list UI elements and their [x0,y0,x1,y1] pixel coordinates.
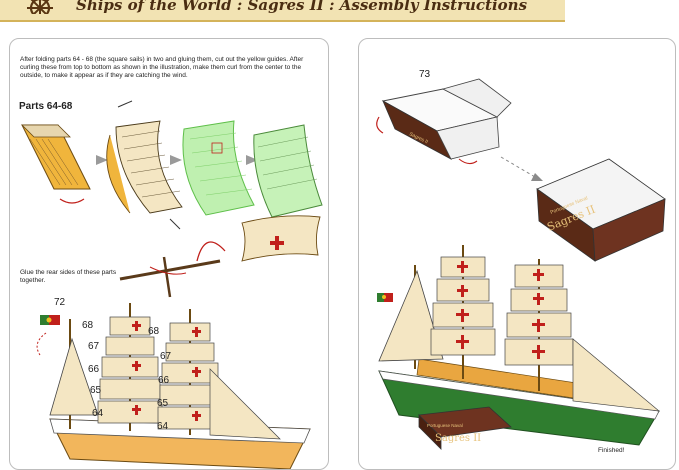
folded-sail-drawing [21,124,91,204]
sail-number-label: 64 [92,408,104,419]
sail-number-label: 66 [88,364,100,375]
sail-number-label: 65 [90,385,102,396]
svg-text:Sagres II: Sagres II [435,433,481,444]
step-number-72: 72 [54,297,66,308]
assembled-stand-drawing: Portuguese Naval Sagres II [536,158,666,262]
sail-number-label: 64 [157,421,169,432]
instructions-panel-left: After folding parts 64 - 68 (the square … [9,38,329,470]
sail-number-label: 68 [148,326,160,337]
ship-stand-illustration: Sagres II Portuguese Naval Sagres II [376,78,666,450]
sail-number-label: 65 [157,398,169,409]
arrow-icon [246,155,258,165]
instructions-panel-right: 73 Sagres II Portuguese Naval Sagres II [358,38,676,470]
flag-icon [377,293,393,302]
sail-assembly-illustration [21,100,323,469]
sail-number-label: 67 [160,351,172,362]
sail-instructions-text: After folding parts 64 - 68 (the square … [20,56,304,80]
flag-icon [40,315,60,325]
finished-ship-drawing [377,245,661,446]
unfolded-stand-drawing: Sagres II [376,78,512,165]
stand-under-ship-drawing: Portuguese Naval Sagres II [418,406,512,450]
arrow-icon [96,155,108,165]
header-bar: Ships of the World : Sagres II : Assembl… [0,0,565,22]
ship-wheel-icon [27,0,53,14]
step-number-73: 73 [419,69,431,80]
curling-sail-drawing [106,100,183,230]
yard-drawing [119,256,221,298]
page-title: Ships of the World : Sagres II : Assembl… [76,0,528,14]
glue-instruction-text: Glue the rear sides of these parts toget… [20,269,117,284]
parts-label: Parts 64-68 [19,101,73,112]
ship-model-drawing-left [36,303,311,469]
finished-label: Finished! [598,447,625,454]
square-sail-drawing [241,215,321,262]
arrow-icon [531,173,543,181]
arrow-icon [170,155,182,165]
svg-text:Portuguese Naval: Portuguese Naval [427,423,463,428]
green-guide-sail-drawing [182,120,255,216]
curled-sail-drawing [253,124,323,218]
sail-number-label: 68 [82,320,94,331]
sail-number-label: 67 [88,341,100,352]
sail-number-label: 66 [158,375,170,386]
red-cross-icon [270,236,284,250]
